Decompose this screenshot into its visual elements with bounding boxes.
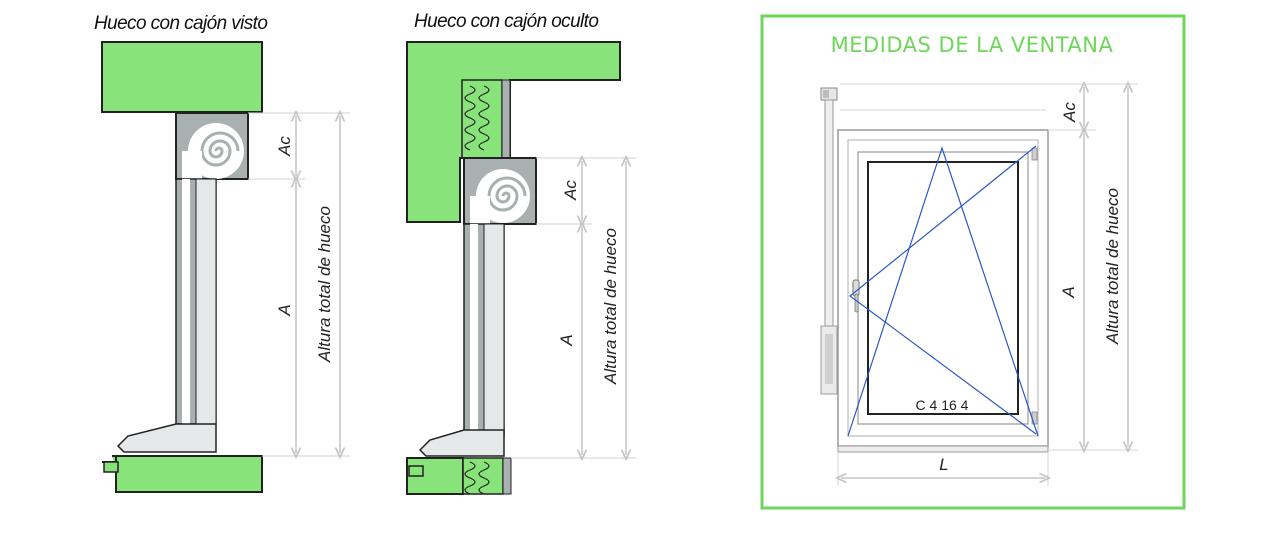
- a-label: A: [1059, 286, 1078, 298]
- roller-spiral-icon: [470, 169, 530, 224]
- blind-guide-rail: [820, 87, 838, 395]
- total-height-label: Altura total de hueco: [315, 206, 334, 363]
- window-sill: [116, 423, 217, 453]
- window-sill: [418, 429, 505, 457]
- a-label: A: [275, 304, 294, 316]
- hidden-box-caption: Hueco con cajón oculto: [414, 11, 598, 32]
- a-label: A: [557, 334, 576, 346]
- ac-label: Ac: [275, 136, 294, 157]
- total-height-label: Altura total de hueco: [1103, 188, 1122, 345]
- glass-pane: [867, 161, 1019, 415]
- insulation-upper: [461, 79, 503, 159]
- frame-profile: [195, 178, 217, 425]
- width-label: L: [939, 455, 948, 474]
- roller-spiral-icon: [182, 123, 244, 179]
- glass-code: C 4 16 4: [916, 397, 969, 413]
- ac-label: Ac: [1060, 102, 1079, 123]
- frame-slot: [182, 179, 190, 424]
- ac-label: Ac: [561, 180, 580, 201]
- visible-box-caption: Hueco con cajón visto: [94, 13, 267, 34]
- visible-box-diagram: Hueco con cajón visto Ac A Altura total …: [94, 13, 350, 493]
- upper-wall: [101, 41, 263, 113]
- insulation-lower: [462, 457, 504, 495]
- total-height-label: Altura total de hueco: [601, 228, 620, 385]
- window-measures-panel: MEDIDAS DE LA VENTANA: [760, 14, 1186, 510]
- panel-title: MEDIDAS DE LA VENTANA: [831, 33, 1114, 57]
- hidden-box-diagram: Hueco con cajón oculto Ac: [406, 11, 636, 495]
- opening-indicator-lines: [847, 145, 1039, 437]
